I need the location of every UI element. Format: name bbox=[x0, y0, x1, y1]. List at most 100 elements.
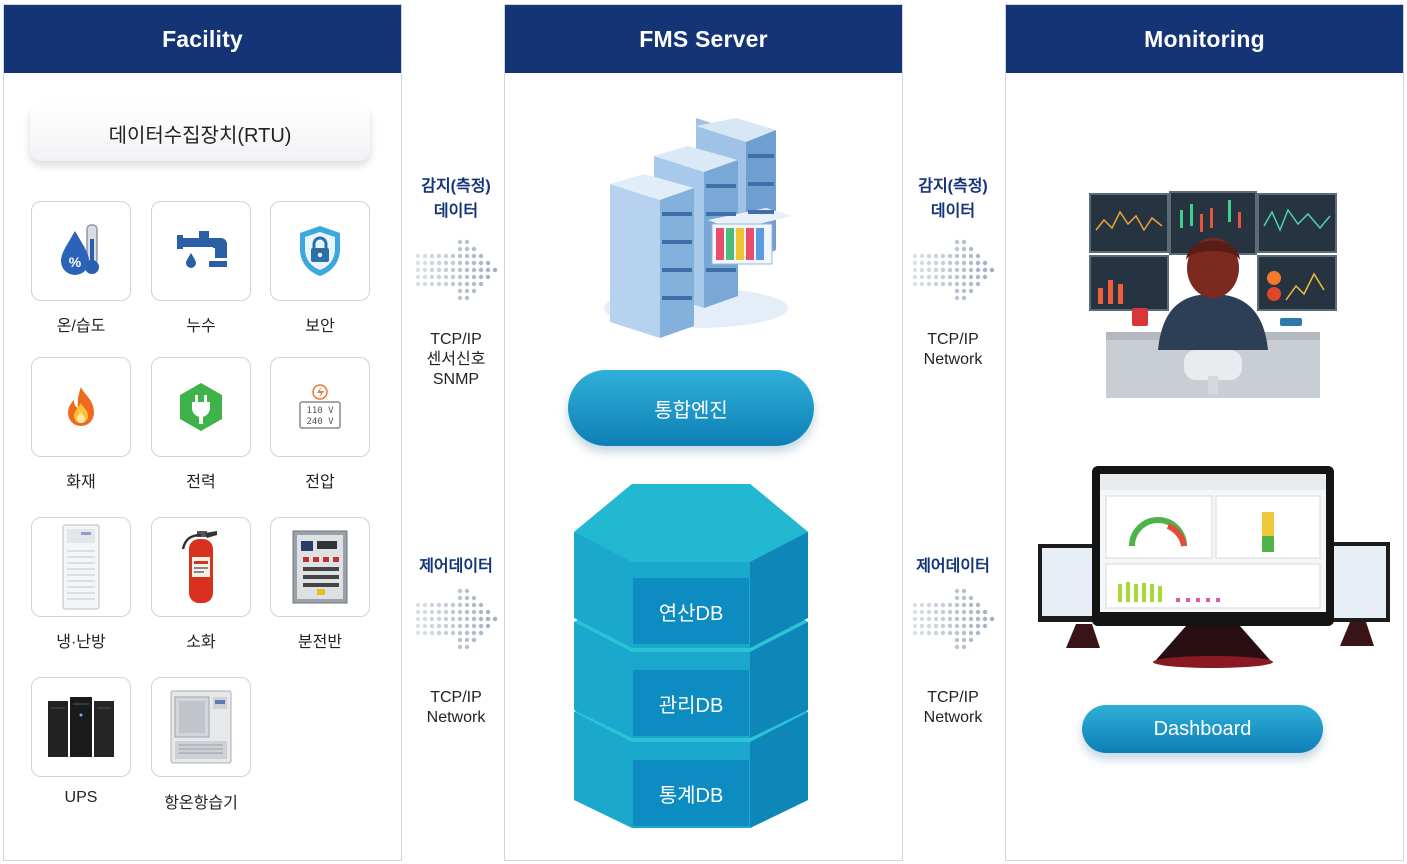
arrow-dot bbox=[436, 630, 442, 636]
dashboard-button[interactable]: Dashboard bbox=[1082, 705, 1323, 753]
arrow-dot bbox=[933, 616, 939, 622]
arrow-dot bbox=[443, 602, 449, 608]
arrow-dot bbox=[471, 623, 477, 629]
arrow-dot bbox=[457, 630, 463, 636]
arrow-dot bbox=[478, 253, 484, 259]
arrow-dot bbox=[954, 253, 960, 259]
thermo-humidity-icon: % bbox=[61, 224, 99, 275]
arrow-dot bbox=[464, 246, 470, 252]
arrow-dot bbox=[443, 274, 449, 280]
arrow-dot bbox=[478, 609, 484, 615]
fire-extinguisher-icon bbox=[181, 531, 217, 603]
monitoring-title: Monitoring bbox=[1006, 5, 1403, 73]
arrow-dot bbox=[954, 267, 960, 273]
label-thermo-humidity: 온/습도 bbox=[56, 318, 106, 335]
arrow-dot bbox=[450, 609, 456, 615]
arrow-dot bbox=[919, 281, 925, 287]
leak-faucet-icon bbox=[177, 231, 227, 268]
arrow-dot bbox=[975, 253, 981, 259]
arrow-dot bbox=[429, 274, 435, 280]
arrow-dot bbox=[954, 260, 960, 266]
voltage-meter-icon: 110 V 240 V bbox=[299, 384, 341, 429]
left-control-protocol: TCP/IP Network bbox=[401, 688, 511, 728]
left-sense-protocol: TCP/IP 센서신호 SNMP bbox=[401, 330, 511, 390]
arrow-dot bbox=[443, 267, 449, 273]
arrow-dot bbox=[968, 602, 974, 608]
arrow-dot bbox=[912, 602, 918, 608]
arrow-dot bbox=[415, 274, 421, 280]
arrow-dot bbox=[940, 616, 946, 622]
left-control-title: 제어데이터 bbox=[419, 558, 493, 575]
arrow-dot bbox=[961, 253, 967, 259]
arrow-dot bbox=[926, 281, 932, 287]
arrow-dot bbox=[968, 630, 974, 636]
arrow-dot bbox=[471, 267, 477, 273]
arrow-dot bbox=[940, 267, 946, 273]
arrow-dot bbox=[429, 281, 435, 287]
arrow-dot bbox=[961, 288, 967, 294]
arrow-dot bbox=[940, 253, 946, 259]
arrow-dot bbox=[443, 260, 449, 266]
arrow-dot bbox=[933, 630, 939, 636]
arrow-dot bbox=[485, 260, 491, 266]
arrow-dot bbox=[940, 623, 946, 629]
facility-title: Facility bbox=[4, 5, 401, 73]
arrow-dot bbox=[975, 274, 981, 280]
arrow-dot bbox=[947, 602, 953, 608]
left-sense-proto-line1: TCP/IP bbox=[430, 331, 482, 348]
arrow-dot bbox=[961, 595, 967, 601]
arrow-dot bbox=[415, 267, 421, 273]
arrow-dot bbox=[968, 281, 974, 287]
arrow-dot bbox=[436, 609, 442, 615]
arrow-dot bbox=[933, 260, 939, 266]
arrow-dot bbox=[954, 609, 960, 615]
arrow-dot bbox=[464, 602, 470, 608]
arrow-dot bbox=[926, 274, 932, 280]
arrow-dot bbox=[415, 616, 421, 622]
arrow-dot bbox=[947, 274, 953, 280]
label-ups: UPS bbox=[64, 789, 98, 806]
arrow-dot bbox=[933, 602, 939, 608]
arrow-dot bbox=[940, 602, 946, 608]
arrow-dot bbox=[961, 274, 967, 280]
arrow-dot bbox=[961, 616, 967, 622]
tile-fire bbox=[31, 357, 131, 457]
arrow-dot bbox=[457, 246, 463, 252]
svg-text:110 V: 110 V bbox=[306, 406, 334, 416]
db-label-compute: 연산DB bbox=[633, 578, 749, 644]
arrow-dot bbox=[954, 630, 960, 636]
left-sense-proto-line2: 센서신호 bbox=[426, 351, 486, 368]
label-distribution-panel: 분전반 bbox=[297, 634, 343, 651]
arrow-dot bbox=[471, 609, 477, 615]
arrow-dot bbox=[471, 630, 477, 636]
arrow-dot bbox=[912, 616, 918, 622]
thermo-hygrostat-icon bbox=[170, 690, 232, 764]
right-sense-title-line1: 감지(측정) bbox=[918, 178, 988, 195]
arrow-dot bbox=[926, 260, 932, 266]
arrow-dot bbox=[464, 588, 470, 594]
integration-engine-button[interactable]: 통합엔진 bbox=[568, 370, 814, 446]
arrow-dot bbox=[429, 616, 435, 622]
arrow-dot bbox=[450, 616, 456, 622]
arrow-dot bbox=[450, 623, 456, 629]
arrow-dot bbox=[982, 609, 988, 615]
arrow-dot bbox=[926, 623, 932, 629]
arrow-dot bbox=[443, 630, 449, 636]
arrow-dot bbox=[464, 616, 470, 622]
tile-thermo-hygrostat bbox=[151, 677, 251, 777]
right-control-proto-line1: TCP/IP bbox=[927, 689, 979, 706]
arrow-dot bbox=[968, 274, 974, 280]
arrow-dot bbox=[919, 274, 925, 280]
arrow-dot bbox=[478, 630, 484, 636]
arrow-dot bbox=[415, 281, 421, 287]
arrow-dot bbox=[926, 616, 932, 622]
right-control-proto-line2: Network bbox=[923, 709, 983, 726]
arrow-dot bbox=[947, 281, 953, 287]
tile-distribution-panel bbox=[270, 517, 370, 617]
arrow-dot bbox=[478, 274, 484, 280]
arrow-dot bbox=[422, 267, 428, 273]
left-control-proto-line1: TCP/IP bbox=[430, 689, 482, 706]
arrow-dot bbox=[912, 281, 918, 287]
arrow-dot bbox=[436, 602, 442, 608]
arrow-dot bbox=[464, 288, 470, 294]
